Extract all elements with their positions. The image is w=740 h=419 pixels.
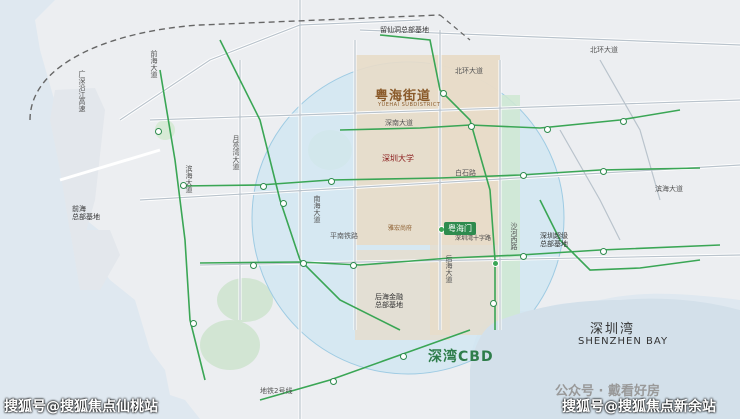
station-dot xyxy=(600,168,607,175)
station-dot xyxy=(280,200,287,207)
station-dot xyxy=(155,128,162,135)
road-beihuan-2: 北环大道 xyxy=(455,67,483,75)
station-dot xyxy=(468,123,475,130)
station-dot xyxy=(440,90,447,97)
station-dot xyxy=(180,182,187,189)
station-dot xyxy=(250,262,257,269)
road-nanhai-v: 南海大道 xyxy=(313,195,321,223)
road-pingnan: 平南铁路 xyxy=(330,232,358,240)
station-dot xyxy=(350,262,357,269)
station-dot xyxy=(190,320,197,327)
university-label: 深圳大学 xyxy=(382,154,414,163)
watermark-right: 搜狐号@搜狐焦点新余站 xyxy=(562,399,716,415)
road-beihuan: 北环大道 xyxy=(590,46,618,54)
metro-line-label: 地铁2号线 xyxy=(260,387,293,395)
station-hub xyxy=(492,260,499,267)
station-dot xyxy=(400,353,407,360)
station-dot xyxy=(520,172,527,179)
road-binhai-v: 滨海大道 xyxy=(185,165,193,193)
station-dot xyxy=(520,253,527,260)
station-dot xyxy=(490,300,497,307)
station-dot xyxy=(330,378,337,385)
shenzhen-bay-en: SHENZHEN BAY xyxy=(578,336,669,347)
qianhai-hq-label: 前海 总部基地 xyxy=(72,205,100,222)
shenzhen-bay-cn: 深圳湾 xyxy=(590,322,636,337)
road-binhai: 滨海大道 xyxy=(655,185,683,193)
station-dot xyxy=(328,178,335,185)
station-dot xyxy=(600,248,607,255)
road-qianhai-v: 前海大道 xyxy=(150,50,158,78)
shenwan-crossroad-label: 深圳湾十字路 xyxy=(455,235,492,242)
station-dot xyxy=(260,183,267,190)
yuehai-subtitle: YUEHAI SUBDISTRICT xyxy=(378,102,441,108)
road-houhai-v: 后海大道 xyxy=(445,255,453,283)
station-dot xyxy=(620,118,627,125)
road-yueliangwan-v: 月亮湾大道 xyxy=(232,135,240,170)
project-label: 雅宏尚府 xyxy=(388,225,413,232)
houhai-hq-label: 后海金融 总部基地 xyxy=(375,293,403,310)
station-dot xyxy=(300,260,307,267)
cbd-label: 深湾CBD xyxy=(428,349,494,365)
watermark-wechat: 公众号 · 戴看好房 xyxy=(555,384,660,399)
station-dot xyxy=(544,126,551,133)
yuehai-gate-pill: 粤海门 xyxy=(444,222,476,235)
road-guangshen-v: 广深沿江高速 xyxy=(78,70,86,112)
super-hq-label: 深圳超级 总部基地 xyxy=(540,232,568,249)
road-shahe-v: 沙河西路 xyxy=(510,222,518,250)
road-baishi: 白石路 xyxy=(455,169,476,177)
watermark-left: 搜狐号@搜狐焦点仙桃站 xyxy=(4,399,158,415)
yuehai-title: 粤海街道 xyxy=(375,89,432,104)
liuxian-hq-label: 留仙洞总部基地 xyxy=(380,26,429,34)
road-shennan: 深南大道 xyxy=(385,119,413,127)
